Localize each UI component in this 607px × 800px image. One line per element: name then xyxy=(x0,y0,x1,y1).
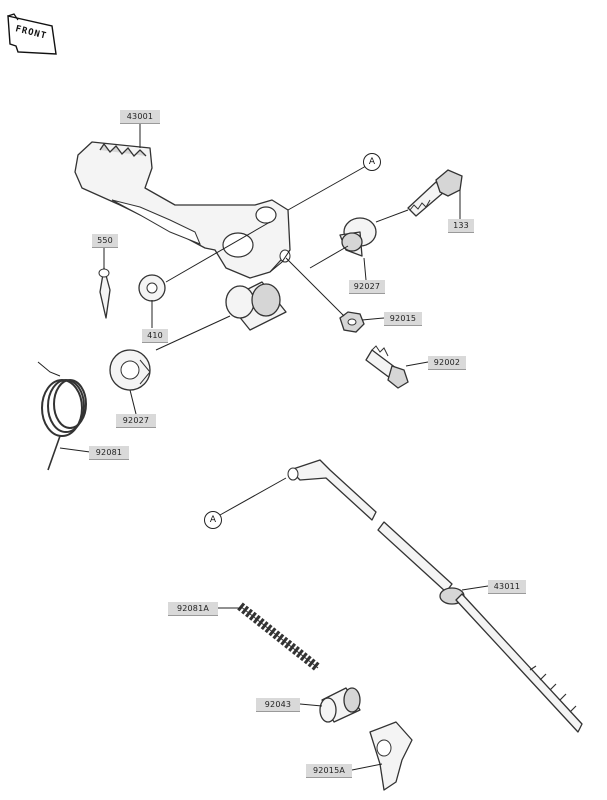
part-label-92081a[interactable]: 92081A xyxy=(168,602,218,616)
bushing-lower-part xyxy=(109,349,151,391)
part-label-92043[interactable]: 92043 xyxy=(256,698,300,712)
part-label-92081[interactable]: 92081 xyxy=(89,446,129,460)
washer-part xyxy=(138,274,166,302)
part-label-43011[interactable]: 43011 xyxy=(488,580,526,594)
part-label-92002[interactable]: 92002 xyxy=(428,356,466,370)
bolt-92002-part xyxy=(365,345,409,389)
part-label-43001[interactable]: 43001 xyxy=(120,110,160,124)
brake-rod-part xyxy=(287,459,583,733)
nut-part xyxy=(339,311,365,333)
torsion-spring-part xyxy=(37,361,87,471)
reference-a-marker-upper: A xyxy=(363,153,381,171)
bushing-upper-part xyxy=(339,217,377,257)
adjuster-nut-part xyxy=(369,721,413,791)
part-label-92027-upper[interactable]: 92027 xyxy=(349,280,385,294)
brake-pedal-part xyxy=(74,141,291,279)
part-label-92027-lower[interactable]: 92027 xyxy=(116,414,156,428)
compression-spring-part xyxy=(237,602,321,672)
part-label-92015a[interactable]: 92015A xyxy=(306,764,352,778)
part-label-92015[interactable]: 92015 xyxy=(384,312,422,326)
leader-lines xyxy=(59,122,489,771)
front-arrow-icon xyxy=(7,13,57,55)
spacer-part xyxy=(225,281,287,331)
part-label-133[interactable]: 133 xyxy=(448,219,474,233)
bolt-133-part xyxy=(407,169,463,217)
part-label-550[interactable]: 550 xyxy=(92,234,118,248)
cotter-pin-part xyxy=(98,267,111,319)
joint-part xyxy=(319,687,361,723)
reference-a-marker-lower: A xyxy=(204,511,222,529)
part-label-410[interactable]: 410 xyxy=(142,329,168,343)
